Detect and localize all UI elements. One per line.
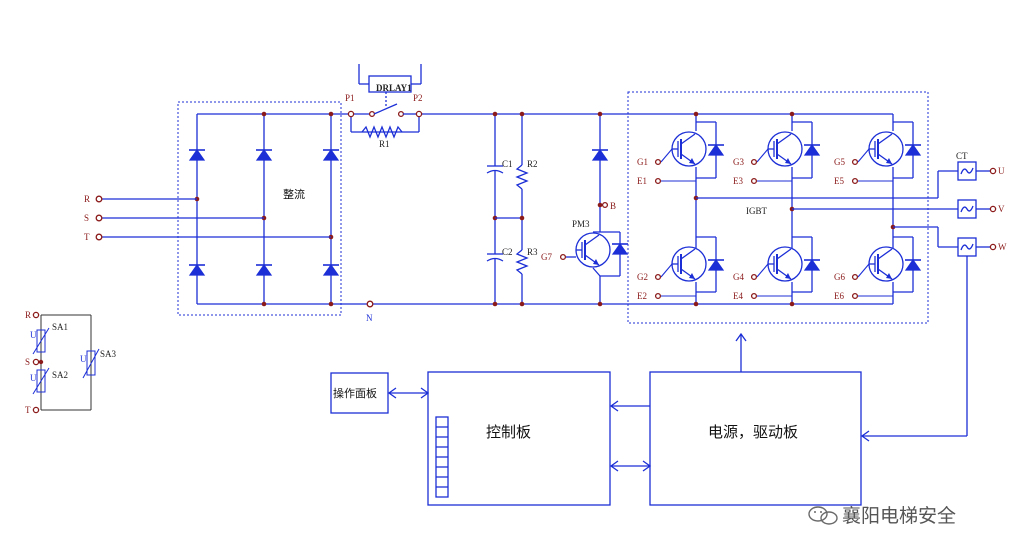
igbt-leg-w xyxy=(868,114,922,304)
output-current-transformers xyxy=(696,161,997,442)
relay-label: DRLAY1 xyxy=(376,83,412,93)
ct-label: CT xyxy=(956,151,968,161)
input-r-label: R xyxy=(84,194,90,204)
r1-label: R1 xyxy=(379,139,390,149)
igbt-label: IGBT xyxy=(746,206,767,216)
g2-label: G2 xyxy=(637,272,648,282)
resistor-r1 xyxy=(361,125,403,139)
e4-label: E4 xyxy=(733,291,743,301)
igbt-leg-u xyxy=(671,111,725,307)
c1-label: C1 xyxy=(502,159,513,169)
surge-absorbers xyxy=(32,311,100,414)
c2-label: C2 xyxy=(502,247,513,257)
rectifier-bridge xyxy=(188,111,340,307)
control-board-label: 控制板 xyxy=(486,423,531,441)
watermark-text: 襄阳电梯安全 xyxy=(842,505,956,527)
sa3-u-mark: U xyxy=(80,354,87,364)
input-lines xyxy=(95,195,331,241)
sa1-label: SA1 xyxy=(52,322,68,332)
e5-label: E5 xyxy=(834,176,844,186)
rectifier-box xyxy=(177,101,342,316)
resistors-r2-r3 xyxy=(495,111,529,307)
e6-label: E6 xyxy=(834,291,844,301)
g5-label: G5 xyxy=(834,157,845,167)
e3-label: E3 xyxy=(733,176,743,186)
input-t-label: T xyxy=(84,232,90,242)
dc-bus-positive xyxy=(197,113,893,133)
n-terminal xyxy=(366,300,374,308)
gate-terminals xyxy=(654,148,893,300)
p2-terminal xyxy=(415,110,423,118)
output-w-label: W xyxy=(998,242,1007,252)
panel-control-link xyxy=(387,387,430,399)
g6-label: G6 xyxy=(834,272,845,282)
control-board xyxy=(427,371,611,506)
sa2-u-mark: U xyxy=(30,373,37,383)
sa-s-label: S xyxy=(25,357,30,367)
e1-label: E1 xyxy=(637,176,647,186)
r2-label: R2 xyxy=(527,159,538,169)
relay-drlay1 xyxy=(351,64,422,118)
output-v-label: V xyxy=(998,204,1005,214)
n-label: N xyxy=(366,313,373,323)
pm3-label: PM3 xyxy=(572,219,590,229)
p2-label: P2 xyxy=(413,93,423,103)
sa2-label: SA2 xyxy=(52,370,68,380)
igbt-box xyxy=(627,91,929,324)
igbt-leg-v xyxy=(767,111,821,307)
watermark xyxy=(808,506,838,525)
p1-label: P1 xyxy=(345,93,355,103)
g7-label: G7 xyxy=(541,252,552,262)
power-drive-board-label: 电源，驱动板 xyxy=(708,423,798,441)
sa-r-label: R xyxy=(25,310,31,320)
capacitor-bank xyxy=(486,111,504,307)
sa1-u-mark: U xyxy=(30,330,37,340)
g1-label: G1 xyxy=(637,157,648,167)
input-s-label: S xyxy=(84,213,89,223)
brake-unit-pm3 xyxy=(559,111,629,307)
power-drive-board xyxy=(649,332,862,506)
g3-label: G3 xyxy=(733,157,744,167)
p1-terminal xyxy=(347,110,355,118)
output-u-label: U xyxy=(998,166,1005,176)
control-power-links xyxy=(609,400,652,472)
b-label: B xyxy=(610,201,616,211)
sa3-label: SA3 xyxy=(100,349,117,359)
g4-label: G4 xyxy=(733,272,744,282)
r3-label: R3 xyxy=(527,247,538,257)
sa-t-label: T xyxy=(25,405,31,415)
e2-label: E2 xyxy=(637,291,647,301)
operation-panel-label: 操作面板 xyxy=(333,386,377,400)
rectifier-label: 整流 xyxy=(283,187,305,201)
